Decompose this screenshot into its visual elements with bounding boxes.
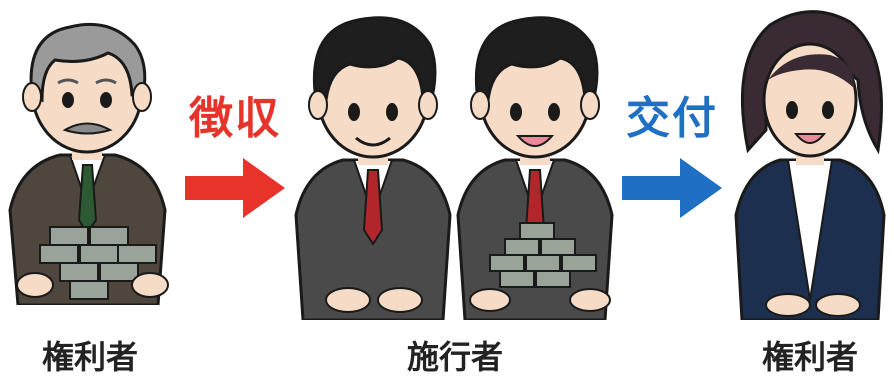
tie [362, 169, 384, 246]
elderly-man-figure [8, 22, 169, 305]
tie [77, 164, 98, 235]
official-figure-1 [294, 16, 452, 320]
collect-label: 徴収 [189, 93, 281, 144]
mustache [62, 122, 113, 135]
woman-figure [734, 10, 886, 320]
label-left-rights-holder: 権利者 [41, 338, 138, 376]
official-figure-2 [456, 16, 614, 320]
red-arrow-icon [185, 158, 285, 218]
money-stack [39, 226, 157, 300]
money-stack [489, 222, 597, 288]
deliver-label: 交付 [626, 93, 718, 144]
label-center-implementer: 施行者 [406, 338, 503, 376]
label-right-rights-holder: 権利者 [761, 338, 858, 376]
blue-arrow-icon [622, 158, 722, 218]
